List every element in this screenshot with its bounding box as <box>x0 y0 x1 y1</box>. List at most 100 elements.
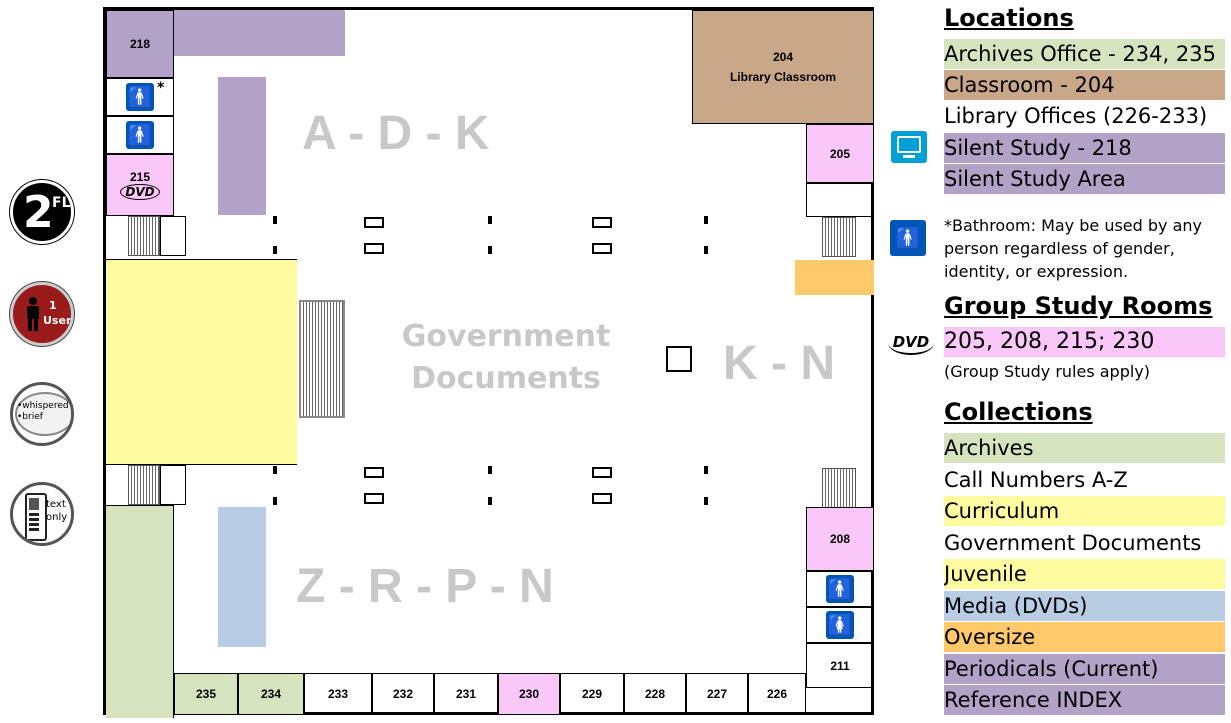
dvd-icon: DVD <box>888 331 934 355</box>
room-208-label: 208 <box>829 532 851 546</box>
range-label-bottom: Z - R - P - N <box>296 560 554 613</box>
range-label-top: A - D - K <box>302 107 490 160</box>
silent-study-strip <box>173 10 345 56</box>
room-215-label: 215 <box>129 170 151 184</box>
carrel <box>364 467 384 478</box>
pillar <box>273 216 277 224</box>
stair-door <box>160 216 186 256</box>
stairwell <box>128 465 160 505</box>
whisper-line-1: •whispered <box>17 401 69 411</box>
stairwell <box>128 216 160 256</box>
room-205-label: 205 <box>829 146 851 161</box>
carrel <box>592 467 612 478</box>
legend-government-documents: Government Documents <box>944 531 1202 555</box>
room-204[interactable]: 204 Library Classroom <box>692 10 874 124</box>
room-235[interactable]: 235 <box>174 673 238 715</box>
whisper-line-2: •brief <box>17 412 43 422</box>
room-204-label: Library Classroom <box>729 70 837 84</box>
floor-suffix: FL <box>52 195 71 211</box>
room-232[interactable]: 232 <box>372 673 434 715</box>
group-study-rules: (Group Study rules apply) <box>944 362 1151 381</box>
whisper-badge: •whispered •brief <box>10 382 74 446</box>
legend-media: Media (DVDs) <box>944 591 1225 621</box>
restroom-star: * <box>157 80 165 96</box>
media-area <box>218 507 266 647</box>
legend-oversize: Oversize <box>944 622 1225 652</box>
pillar <box>704 216 708 224</box>
text-only-badge: text only <box>10 482 74 546</box>
legend-archives-office: Archives Office - 234, 235 <box>944 39 1225 69</box>
legend-silent-study-218: Silent Study - 218 <box>944 133 1225 163</box>
carrel <box>592 217 612 228</box>
legend-call-numbers: Call Numbers A-Z <box>944 468 1128 492</box>
cell-phone-icon <box>25 493 47 541</box>
restroom-icon: 🚹 <box>826 575 854 603</box>
room-label: 228 <box>644 687 666 701</box>
room-label: 226 <box>766 687 788 701</box>
single-user-badge: 1 User <box>10 282 74 346</box>
collections-heading: Collections <box>944 398 1093 426</box>
restroom-icon: 🚺 <box>826 611 854 639</box>
restroom-right-2[interactable] <box>806 607 874 643</box>
curriculum-area <box>106 259 297 465</box>
room-label: 229 <box>581 687 603 701</box>
room-label: 227 <box>706 687 728 701</box>
room-211[interactable]: 211 <box>806 643 874 688</box>
person-icon <box>27 297 39 331</box>
room-208[interactable]: 208 <box>806 507 874 571</box>
pillar <box>704 246 708 254</box>
column-box <box>666 346 692 372</box>
archives-area <box>106 505 174 718</box>
text-only-line-2: only <box>46 512 68 523</box>
room-231[interactable]: 231 <box>434 673 498 715</box>
room-218-label: 218 <box>129 37 151 51</box>
room-234[interactable]: 234 <box>238 673 304 715</box>
legend-reference-index: Reference INDEX <box>944 685 1225 715</box>
dvd-icon: DVD <box>120 184 160 200</box>
room-233[interactable]: 233 <box>304 673 372 715</box>
room-227[interactable]: 227 <box>686 673 748 715</box>
legend-archives: Archives <box>944 433 1225 463</box>
bathroom-note: *Bathroom: May be used by any person reg… <box>944 216 1202 281</box>
restroom-left-1[interactable] <box>106 78 174 116</box>
restroom-icon: 🚹 <box>126 83 154 111</box>
floor-2-badge: 2 FL <box>10 180 74 244</box>
user-count: 1 <box>49 299 57 312</box>
legend-classroom: Classroom - 204 <box>944 70 1225 100</box>
room-228[interactable]: 228 <box>624 673 686 715</box>
restroom-right-1[interactable] <box>806 571 874 607</box>
pillar <box>488 497 492 505</box>
room-226[interactable]: 226 <box>748 673 806 715</box>
room-label: 231 <box>455 687 477 701</box>
carrel <box>592 493 612 504</box>
room-label: 233 <box>327 687 349 701</box>
legend-juvenile: Juvenile <box>944 559 1225 589</box>
dvd-icon-label: DVD <box>892 333 930 351</box>
room-205[interactable]: 205 <box>806 124 874 183</box>
room-229[interactable]: 229 <box>560 673 624 715</box>
stairwell <box>822 217 856 257</box>
silent-study-area <box>218 77 266 215</box>
room-label: 235 <box>195 687 217 701</box>
room-218[interactable]: 218 <box>106 10 174 78</box>
floor-plan: 218 🚹 * 🚹 215 DVD 204 Library Classroom … <box>103 7 874 718</box>
gov-docs-line-2: Documents <box>411 361 601 396</box>
restroom-left-2[interactable] <box>106 116 174 154</box>
room-label: 234 <box>260 687 282 701</box>
room-215[interactable]: 215 DVD <box>106 154 174 216</box>
legend-curriculum: Curriculum <box>944 496 1225 526</box>
room-211-label: 211 <box>830 658 850 673</box>
room-right-storage <box>806 183 874 217</box>
restroom-icon: 🚹 <box>890 220 926 256</box>
room-label: 232 <box>392 687 414 701</box>
stair-door <box>160 465 186 505</box>
room-230[interactable]: 230 <box>498 673 560 715</box>
pillar <box>488 216 492 224</box>
range-label-right: K - N <box>723 337 835 390</box>
computer-icon <box>891 131 927 163</box>
carrel <box>364 217 384 228</box>
locations-heading: Locations <box>944 4 1074 32</box>
pillar <box>488 466 492 474</box>
legend-library-offices: Library Offices (226-233) <box>944 104 1208 128</box>
room-label: 230 <box>518 687 540 701</box>
